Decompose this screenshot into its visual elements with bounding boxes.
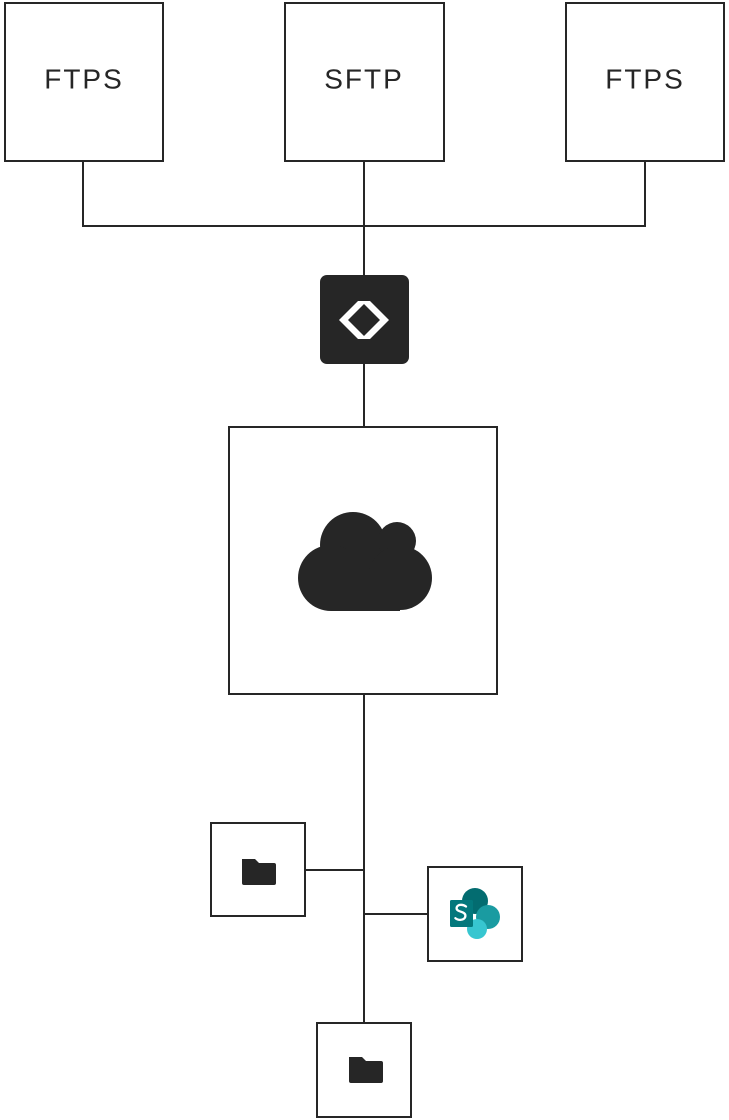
gateway-node (320, 275, 409, 364)
cloud-node (228, 426, 498, 695)
sharepoint-icon (450, 888, 500, 939)
folder-icon (349, 1057, 383, 1083)
folder-icon (242, 859, 276, 885)
cloud-icon (298, 512, 432, 611)
gateway-diamond-icon (339, 301, 389, 339)
protocol-label: FTPS (605, 63, 685, 94)
protocol-label: FTPS (44, 63, 124, 94)
sharepoint-node (427, 866, 523, 962)
protocol-node-ftps-right: FTPS (565, 2, 725, 162)
protocol-node-sftp: SFTP (284, 2, 445, 162)
destination-connectors (305, 694, 428, 1023)
protocol-node-ftps-left: FTPS (4, 2, 164, 162)
protocol-connectors (82, 162, 646, 275)
gateway-badge (320, 275, 409, 364)
folder-node-left (210, 822, 306, 917)
folder-node-bottom (316, 1022, 412, 1118)
protocol-label: SFTP (324, 63, 404, 94)
